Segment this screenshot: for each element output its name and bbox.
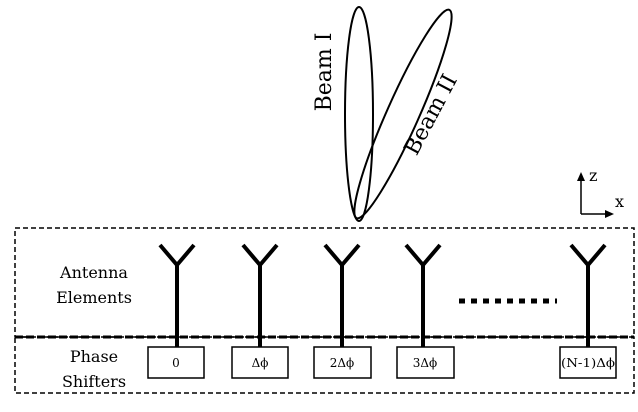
beam-i-label: Beam I — [312, 33, 337, 112]
antenna-region-box — [14, 227, 635, 338]
phase-shifter-label: Δϕ — [252, 356, 269, 370]
z-axis-label: z — [589, 166, 597, 185]
antenna-elements-label-line1: Antenna — [59, 263, 128, 282]
antenna-element — [404, 243, 442, 347]
phase-shifter: 3Δϕ — [396, 346, 455, 379]
antenna-element — [569, 243, 607, 347]
phase-shifter: 2Δϕ — [313, 346, 372, 379]
phase-shifter: Δϕ — [231, 346, 289, 379]
phase-shifter: (N-1)Δϕ — [559, 346, 617, 379]
phase-shifter: 0 — [147, 346, 205, 379]
coordinate-axes: z x — [577, 166, 624, 218]
antenna-elements-label-line2: Elements — [56, 288, 132, 307]
phase-shifter-label: (N-1)Δϕ — [561, 356, 615, 370]
beam-ii-lobe — [353, 8, 453, 220]
phase-shifter-region-box — [14, 336, 635, 394]
beam-ii-label: Beam II — [400, 70, 463, 159]
phase-shifter-label: 0 — [172, 356, 180, 370]
phase-shifter-label: 3Δϕ — [413, 356, 437, 370]
phase-shifters-label-line2: Shifters — [62, 372, 126, 391]
phase-shifters-label-line1: Phase — [70, 347, 118, 366]
antenna-element — [241, 243, 279, 347]
antenna-element — [323, 243, 361, 347]
phase-shifter-label: 2Δϕ — [330, 356, 354, 370]
beam-i-lobe — [344, 6, 374, 222]
x-axis-label: x — [615, 192, 624, 211]
antenna-element — [158, 243, 196, 347]
